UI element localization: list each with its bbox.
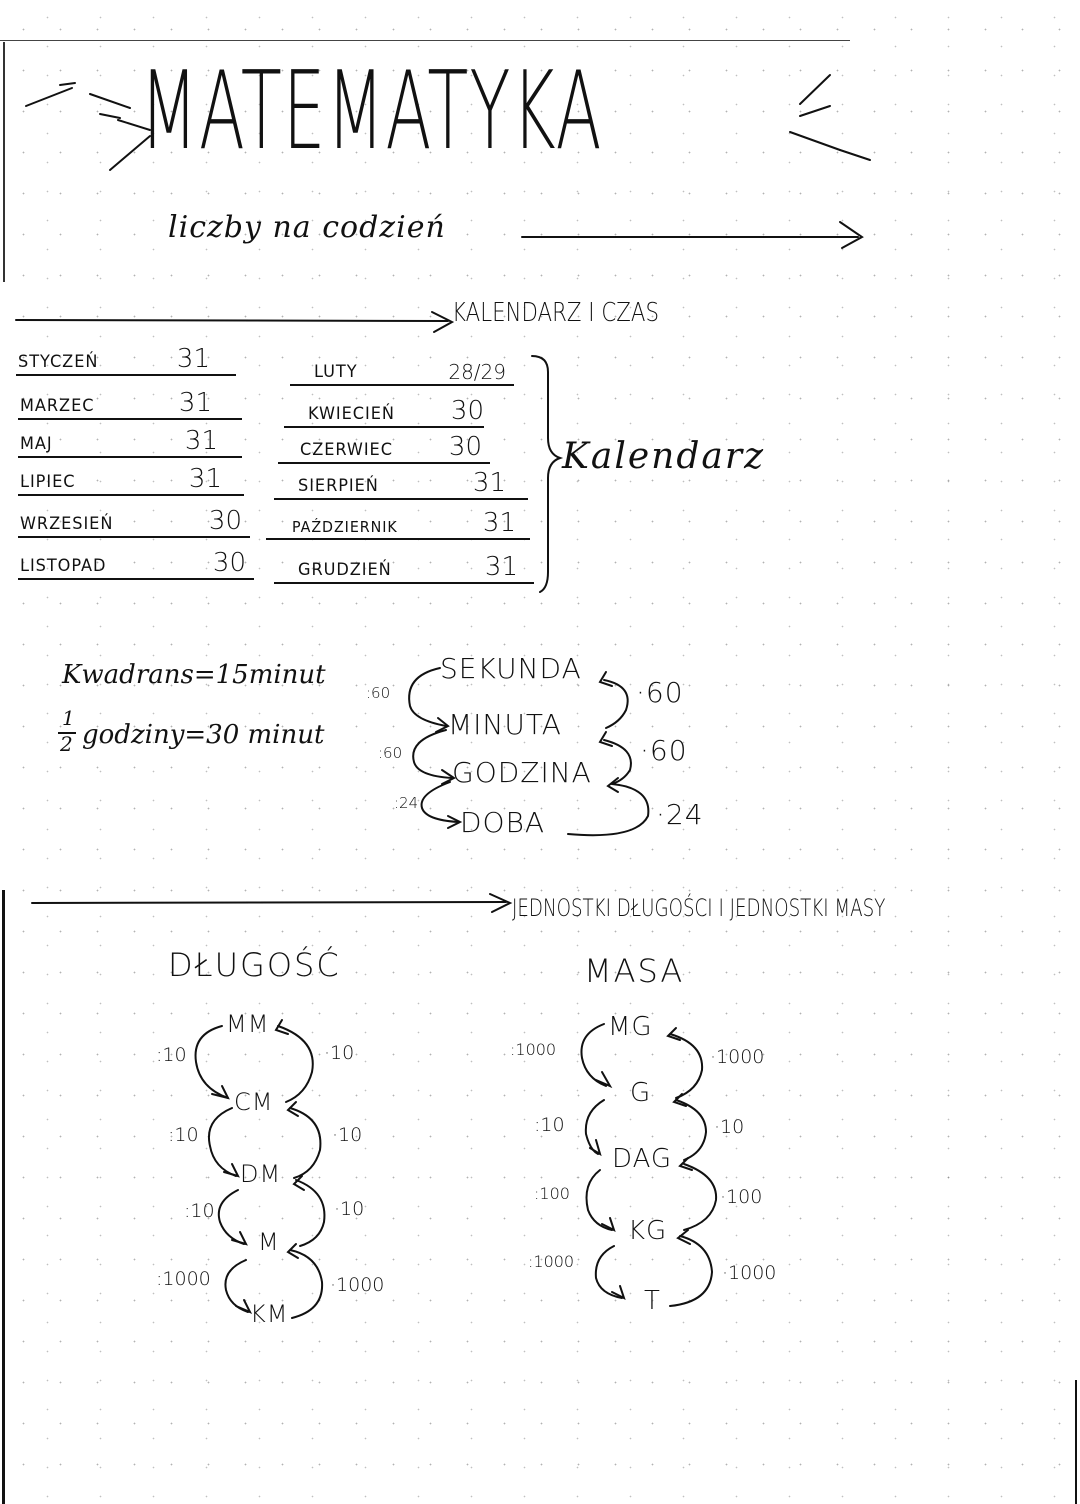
multiply-label: ·10 — [324, 1042, 355, 1064]
month-name: WRZESIEŃ — [20, 514, 114, 534]
fraction-denominator: 2 — [60, 732, 73, 756]
multiply-label: ·10 — [332, 1124, 363, 1146]
curly-brace-icon — [531, 355, 564, 593]
month-row: KWIECIEŃ 30 — [284, 392, 484, 428]
multiply-label: ·1000 — [330, 1274, 385, 1296]
month-name: SIERPIEŃ — [298, 476, 379, 496]
divide-label: :10 — [534, 1114, 565, 1136]
unit-km: KM — [250, 1300, 289, 1328]
month-name: MAJ — [20, 434, 53, 454]
month-days: 30 — [212, 548, 246, 578]
unit-dm: DM — [240, 1160, 282, 1188]
month-days: 31 — [484, 552, 518, 582]
multiply-label: ·1000 — [710, 1046, 765, 1068]
month-name: STYCZEŃ — [18, 352, 99, 372]
month-name: GRUDZIEŃ — [298, 560, 392, 580]
mass-multiply-arrows-icon — [666, 1027, 718, 1307]
month-days: 31 — [178, 388, 212, 418]
fraction-bar — [58, 732, 76, 734]
divide-label: :1000 — [528, 1252, 575, 1271]
month-row: MARZEC 31 — [18, 384, 242, 420]
month-row: LISTOPAD 30 — [18, 544, 254, 580]
month-days: 31 — [482, 508, 516, 538]
length-multiply-arrows-icon — [274, 1019, 326, 1319]
unit-doba: DOBA — [460, 806, 546, 839]
month-days: 30 — [208, 506, 242, 536]
divide-label: :1000 — [156, 1268, 211, 1290]
multiply-label: ·10 — [714, 1116, 745, 1138]
multiply-label: ·10 — [334, 1198, 365, 1220]
multiply-label: ·60 — [636, 676, 684, 709]
subtitle-arrow-icon — [521, 221, 864, 249]
month-row: GRUDZIEŃ 31 — [274, 548, 534, 584]
mass-title: MASA — [584, 952, 685, 990]
title-rays-right-icon — [789, 74, 871, 161]
month-row: MAJ 31 — [18, 422, 242, 458]
left-border-line-lower — [2, 890, 5, 1504]
fraction-numerator: 1 — [62, 706, 75, 730]
page-title: MATEMATYKA — [140, 49, 603, 174]
month-days: 31 — [472, 468, 506, 498]
month-row: LIPIEC 31 — [18, 460, 244, 496]
month-days: 31 — [188, 464, 222, 494]
month-row: WRZESIEŃ 30 — [18, 502, 250, 538]
section-calendar-arrow-icon — [15, 311, 455, 333]
right-border-line — [1075, 1380, 1077, 1504]
month-days: 31 — [176, 344, 210, 374]
unit-m: M — [258, 1228, 280, 1256]
unit-mg: MG — [608, 1012, 653, 1042]
top-border-line — [0, 40, 850, 41]
month-row: STYCZEŃ 31 — [16, 340, 236, 376]
month-days: 30 — [450, 396, 484, 426]
half-hour-text: godziny=30 minut — [82, 720, 325, 750]
month-days: 30 — [448, 432, 482, 462]
multiply-label: ·1000 — [722, 1262, 777, 1284]
month-row: SIERPIEŃ 31 — [274, 464, 528, 500]
page-subtitle: liczby na codzień — [168, 210, 446, 245]
month-name: KWIECIEŃ — [308, 404, 395, 424]
multiply-label: ·24 — [656, 798, 704, 831]
month-name: PAŹDZIERNIK — [292, 518, 398, 536]
unit-cm: CM — [234, 1088, 274, 1116]
length-title: DŁUGOŚĆ — [168, 946, 341, 984]
month-row: CZERWIEC 30 — [278, 428, 490, 464]
unit-godzina: GODZINA — [452, 756, 592, 789]
month-row: LUTY 28/29 — [290, 350, 514, 386]
month-name: LUTY — [314, 362, 358, 382]
unit-t: T — [644, 1286, 661, 1316]
unit-g: G — [630, 1078, 652, 1108]
unit-mm: MM — [226, 1010, 270, 1038]
divide-label: :24 — [394, 794, 419, 812]
unit-kg: KG — [628, 1216, 668, 1246]
divide-label: :10 — [168, 1124, 199, 1146]
unit-sekunda: SEKUNDA — [440, 652, 582, 685]
calendar-brace-label: Kalendarz — [562, 436, 766, 477]
divide-label: :10 — [184, 1200, 215, 1222]
divide-label: :10 — [156, 1044, 187, 1066]
month-name: LISTOPAD — [20, 556, 107, 576]
month-name: LIPIEC — [20, 472, 76, 492]
section-units-arrow-icon — [31, 893, 513, 913]
title-rays-left-icon — [25, 82, 151, 171]
multiply-label: ·100 — [720, 1186, 763, 1208]
divide-label: :60 — [366, 684, 391, 702]
divide-label: :100 — [534, 1184, 570, 1203]
unit-dag: DAG — [612, 1144, 673, 1174]
month-row: PAŹDZIERNIK 31 — [266, 504, 530, 540]
multiply-label: ·60 — [640, 734, 688, 767]
divide-label: :60 — [378, 744, 403, 762]
month-days: 28/29 — [448, 360, 506, 384]
unit-minuta: MINUTA — [448, 708, 562, 741]
month-name: MARZEC — [20, 396, 95, 416]
section-heading-calendar: KALENDARZ I CZAS — [452, 298, 659, 328]
month-days: 31 — [184, 426, 218, 456]
divide-label: :1000 — [510, 1040, 557, 1059]
quarter-hour-note: Kwadrans=15minut — [62, 660, 326, 690]
section-heading-units: JEDNOSTKI DŁUGOŚCI I JEDNOSTKI MASY — [512, 894, 886, 922]
month-name: CZERWIEC — [300, 440, 393, 460]
left-border-line — [3, 42, 5, 282]
